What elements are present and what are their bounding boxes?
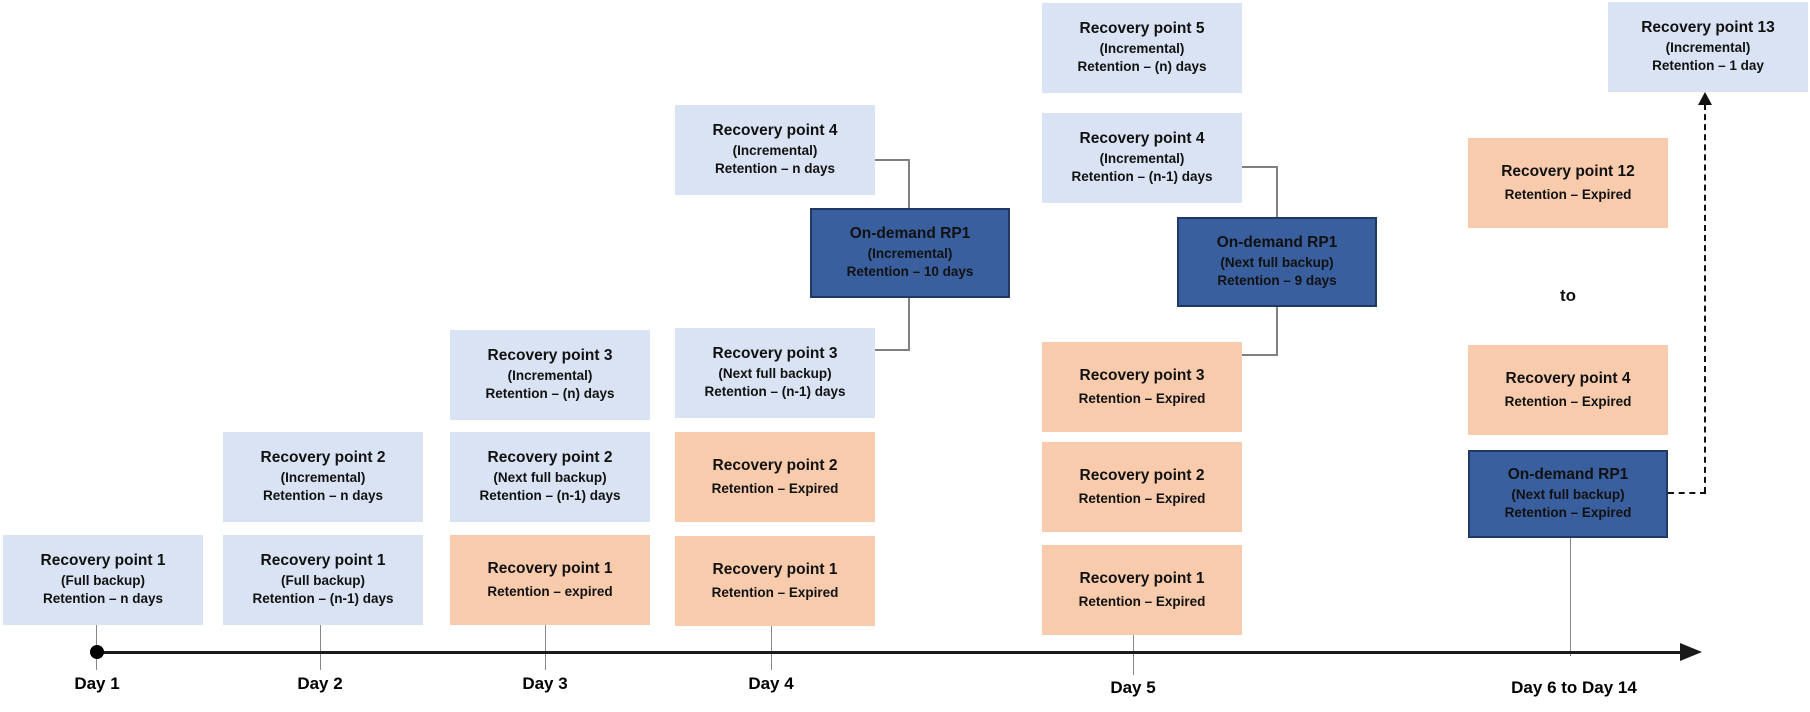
box-title: Recovery point 5 bbox=[1079, 20, 1205, 38]
connector-day5-bottom-horizontal bbox=[1242, 354, 1278, 356]
day-label-2: Day 2 bbox=[297, 674, 343, 693]
box-title: Recovery point 1 bbox=[487, 559, 613, 577]
box-title: Recovery point 2 bbox=[712, 456, 838, 474]
day-label-1: Day 1 bbox=[74, 674, 120, 693]
box-retention: Retention – (n-1) days bbox=[252, 591, 394, 607]
box-retention: Retention – Expired bbox=[1504, 393, 1632, 409]
box-subtitle: (Full backup) bbox=[281, 572, 365, 588]
box-title: Recovery point 12 bbox=[1501, 162, 1635, 180]
box-day5-on-demand-rp1: On-demand RP1 (Next full backup) Retenti… bbox=[1177, 217, 1377, 307]
box-retention: Retention – 10 days bbox=[846, 264, 974, 280]
box-day3-recovery-point-1-expired: Recovery point 1 Retention – expired bbox=[450, 535, 650, 625]
box-day3-recovery-point-2: Recovery point 2 (Next full backup) Rete… bbox=[450, 432, 650, 522]
box-retention: Retention – n days bbox=[42, 591, 164, 607]
box-day2-recovery-point-2: Recovery point 2 (Incremental) Retention… bbox=[223, 432, 423, 522]
box-retention: Retention – (n-1) days bbox=[479, 488, 621, 504]
box-day2-recovery-point-1: Recovery point 1 (Full backup) Retention… bbox=[223, 535, 423, 625]
dashed-connector-vertical bbox=[1704, 104, 1706, 493]
box-retention: Retention – (n) days bbox=[485, 386, 615, 402]
timeline-axis bbox=[97, 651, 1681, 654]
box-day5-recovery-point-2-expired: Recovery point 2 Retention – Expired bbox=[1042, 442, 1242, 532]
box-retention: Retention – n days bbox=[714, 161, 836, 177]
dashed-connector-horizontal bbox=[1668, 492, 1706, 494]
tick-line-day4 bbox=[771, 626, 772, 670]
box-retention: Retention – (n-1) days bbox=[1071, 169, 1213, 185]
box-title: Recovery point 3 bbox=[1079, 366, 1205, 384]
box-day3-recovery-point-3: Recovery point 3 (Incremental) Retention… bbox=[450, 330, 650, 420]
box-retention: Retention – 1 day bbox=[1652, 58, 1764, 74]
box-day4-recovery-point-3: Recovery point 3 (Next full backup) Rete… bbox=[675, 328, 875, 418]
tick-line-day6-14 bbox=[1570, 538, 1571, 656]
box-title: On-demand RP1 bbox=[1216, 234, 1338, 252]
box-day5-recovery-point-1-expired: Recovery point 1 Retention – Expired bbox=[1042, 545, 1242, 635]
box-retention: Retention – (n) days bbox=[1077, 59, 1207, 75]
connector-day5-top-horizontal bbox=[1242, 166, 1278, 168]
box-retention: Retention – 9 days bbox=[1217, 273, 1337, 289]
box-subtitle: (Next full backup) bbox=[1511, 486, 1625, 502]
box-subtitle: (Incremental) bbox=[280, 469, 366, 485]
connector-day4-top-horizontal bbox=[875, 159, 910, 161]
box-title: On-demand RP1 bbox=[849, 225, 971, 243]
box-title: Recovery point 2 bbox=[487, 449, 613, 467]
box-day5-recovery-point-5: Recovery point 5 (Incremental) Retention… bbox=[1042, 3, 1242, 93]
box-subtitle: (Incremental) bbox=[867, 245, 953, 261]
tick-line-day5 bbox=[1133, 635, 1134, 675]
box-day5-recovery-point-4: Recovery point 4 (Incremental) Retention… bbox=[1042, 113, 1242, 203]
box-retention: Retention – Expired bbox=[1078, 490, 1206, 506]
box-day6-recovery-point-12-expired: Recovery point 12 Retention – Expired bbox=[1468, 138, 1668, 228]
box-retention: Retention – expired bbox=[487, 583, 613, 599]
box-subtitle: (Next full backup) bbox=[493, 469, 607, 485]
box-day6-recovery-point-13: Recovery point 13 (Incremental) Retentio… bbox=[1608, 2, 1808, 92]
box-subtitle: (Full backup) bbox=[61, 572, 145, 588]
box-title: Recovery point 4 bbox=[1505, 369, 1631, 387]
box-retention: Retention – (n-1) days bbox=[704, 384, 846, 400]
box-subtitle: (Incremental) bbox=[1099, 40, 1185, 56]
box-day4-recovery-point-4: Recovery point 4 (Incremental) Retention… bbox=[675, 105, 875, 195]
box-subtitle: (Next full backup) bbox=[1220, 254, 1334, 270]
box-title: Recovery point 3 bbox=[712, 345, 838, 363]
day-label-6-14: Day 6 to Day 14 bbox=[1511, 678, 1637, 697]
box-retention: Retention – Expired bbox=[1078, 593, 1206, 609]
box-title: Recovery point 1 bbox=[260, 552, 386, 570]
box-day5-recovery-point-3-expired: Recovery point 3 Retention – Expired bbox=[1042, 342, 1242, 432]
box-title: On-demand RP1 bbox=[1507, 466, 1629, 484]
box-day4-on-demand-rp1: On-demand RP1 (Incremental) Retention – … bbox=[810, 208, 1010, 298]
dashed-connector-arrowhead-icon bbox=[1698, 92, 1712, 105]
box-title: Recovery point 1 bbox=[40, 552, 166, 570]
box-retention: Retention – Expired bbox=[1078, 390, 1206, 406]
box-day6-recovery-point-4-expired: Recovery point 4 Retention – Expired bbox=[1468, 345, 1668, 435]
box-subtitle: (Incremental) bbox=[1665, 39, 1751, 55]
tick-line-day3 bbox=[545, 625, 546, 670]
box-day4-recovery-point-1-expired: Recovery point 1 Retention – Expired bbox=[675, 536, 875, 626]
box-retention: Retention – Expired bbox=[1504, 505, 1632, 521]
day-label-5: Day 5 bbox=[1110, 678, 1156, 697]
day-label-4: Day 4 bbox=[748, 674, 794, 693]
box-subtitle: (Next full backup) bbox=[718, 365, 832, 381]
tick-line-day2 bbox=[320, 625, 321, 670]
box-day6-on-demand-rp1: On-demand RP1 (Next full backup) Retenti… bbox=[1468, 450, 1668, 538]
box-day4-recovery-point-2-expired: Recovery point 2 Retention – Expired bbox=[675, 432, 875, 522]
day-label-3: Day 3 bbox=[522, 674, 568, 693]
box-title: Recovery point 1 bbox=[1079, 569, 1205, 587]
box-title: Recovery point 2 bbox=[260, 449, 386, 467]
box-title: Recovery point 4 bbox=[1079, 130, 1205, 148]
box-title: Recovery point 13 bbox=[1641, 19, 1775, 37]
range-to-label: to bbox=[1559, 286, 1577, 305]
box-title: Recovery point 3 bbox=[487, 347, 613, 365]
box-title: Recovery point 2 bbox=[1079, 466, 1205, 484]
box-subtitle: (Incremental) bbox=[1099, 150, 1185, 166]
box-retention: Retention – n days bbox=[262, 488, 384, 504]
timeline-start-dot bbox=[90, 645, 104, 659]
connector-day4-bottom-horizontal bbox=[875, 349, 910, 351]
box-title: Recovery point 4 bbox=[712, 122, 838, 140]
box-title: Recovery point 1 bbox=[712, 560, 838, 578]
box-retention: Retention – Expired bbox=[1504, 186, 1632, 202]
timeline-arrowhead-icon bbox=[1680, 643, 1702, 661]
box-subtitle: (Incremental) bbox=[732, 142, 818, 158]
box-retention: Retention – Expired bbox=[711, 480, 839, 496]
box-subtitle: (Incremental) bbox=[507, 367, 593, 383]
box-retention: Retention – Expired bbox=[711, 584, 839, 600]
box-day1-recovery-point-1: Recovery point 1 (Full backup) Retention… bbox=[3, 535, 203, 625]
